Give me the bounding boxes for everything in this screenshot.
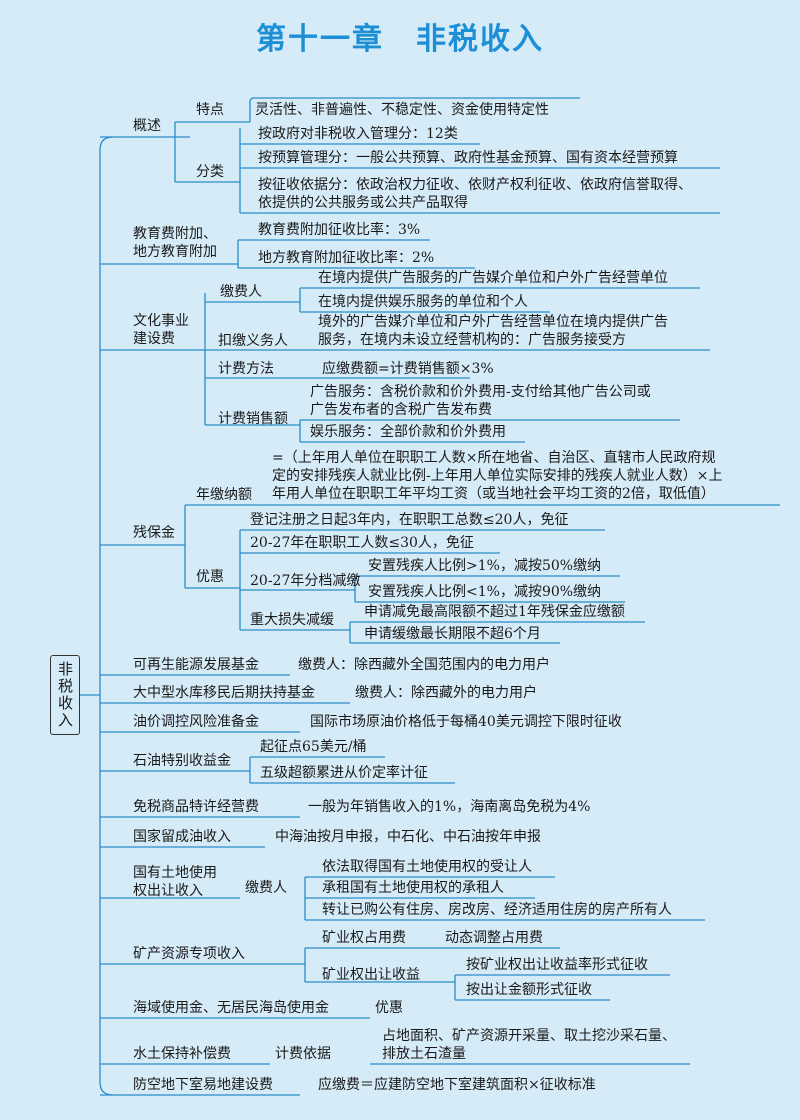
land-payer-label: 缴费人 [245, 880, 287, 896]
mineral-transfer-label: 矿业权出让收益 [322, 967, 420, 983]
mineral-transfer-item: 按出让金额形式征收 [466, 982, 592, 998]
culture-method-label: 计费方法 [218, 361, 274, 377]
disability-loss-label: 重大损失减缓 [250, 612, 334, 628]
disability-annual-formula: 定的安排残疾人就业比例-上年用人单位实际安排的残疾人就业人数）×上 [272, 468, 723, 484]
disability-pref-label: 优惠 [196, 569, 224, 585]
disability-tier-label: 20-27年分档减缴 [250, 573, 361, 589]
duty-free-label: 免税商品特许经营费 [133, 799, 259, 815]
culture-sales-ad: 广告发布者的含税广告发布费 [310, 402, 492, 418]
classification-item: 依提供的公共服务或公共产品取得 [258, 195, 468, 211]
edu-rate: 教育费附加征收比率：3% [258, 222, 421, 238]
culture-label: 建设费 [133, 331, 175, 347]
disability-loss-item: 申请缓缴最长期限不超6个月 [364, 626, 541, 642]
air-defense-label: 防空地下室易地建设费 [133, 1077, 273, 1093]
oil-price-detail: 国际市场原油价格低于每桶40美元调控下限时征收 [310, 714, 622, 730]
edu-label: 教育费附加、 [133, 226, 217, 242]
mineral-transfer-item: 按矿业权出让收益率形式征收 [466, 957, 648, 973]
sea-label: 海域使用金、无居民海岛使用金 [133, 1000, 329, 1016]
culture-payer-label: 缴费人 [220, 284, 262, 300]
culture-withholder-text: 境外的广告媒介单位和户外广告经营单位在境内提供广告 [318, 314, 668, 330]
edu-label: 地方教育附加 [133, 244, 217, 260]
mineral-occupy-text: 动态调整占用费 [445, 930, 543, 946]
classification-item: 按政府对非税收入管理分：12类 [258, 126, 458, 142]
features-label: 特点 [196, 102, 224, 118]
land-payer-item: 依法取得国有土地使用权的受让人 [322, 859, 532, 875]
disability-pref-item: 登记注册之日起3年内，在职职工总数≤20人，免征 [250, 512, 569, 528]
culture-sales-ad: 广告服务：含税价款和价外费用-支付给其他广告公司或 [310, 384, 651, 400]
disability-annual-formula: =（上年用人单位在职职工人数×所在地省、自治区、直辖市人民政府规 [272, 450, 716, 466]
page-title: 第十一章 非税收入 [256, 22, 544, 57]
classification-label: 分类 [196, 164, 224, 180]
soil-basis-label: 计费依据 [275, 1046, 331, 1062]
soil-basis-text: 占地面积、矿产资源开采量、取土挖沙采石量、 [382, 1028, 676, 1044]
disability-loss-item: 申请减免最高限额不超过1年残保金应缴额 [364, 604, 625, 620]
land-payer-item: 转让已购公有住房、房改房、经济适用住房的房产所有人 [322, 902, 672, 918]
culture-payer-item: 在境内提供广告服务的广告媒介单位和户外广告经营单位 [318, 270, 668, 286]
culture-sales-label: 计费销售额 [218, 411, 288, 427]
culture-method-text: 应缴费额=计费销售额×3% [322, 361, 494, 377]
edu-rate: 地方教育附加征收比率：2% [258, 250, 435, 266]
disability-annual-label: 年缴纳额 [196, 487, 252, 503]
reservoir-label: 大中型水库移民后期扶持基金 [133, 685, 315, 701]
culture-payer-item: 在境内提供娱乐服务的单位和个人 [318, 294, 528, 310]
overview-label: 概述 [133, 118, 161, 134]
culture-sales-ent: 娱乐服务：全部价款和价外费用 [310, 424, 506, 440]
oil-special-label: 石油特别收益金 [133, 753, 231, 769]
land-payer-item: 承租国有土地使用权的承租人 [322, 880, 504, 896]
features-text: 灵活性、非普遍性、不稳定性、资金使用特定性 [255, 102, 549, 118]
disability-tier-item: 安置残疾人比例<1%，减按90%缴纳 [368, 584, 602, 600]
duty-free-detail: 一般为年销售收入的1%，海南离岛免税为4% [308, 799, 591, 815]
classification-item: 按征收依据分：依政治权力征收、依财产权利征收、依政府信誉取得、 [258, 177, 692, 193]
disability-label: 残保金 [133, 525, 175, 541]
root-node: 非税收入 [50, 655, 80, 735]
mineral-occupy-label: 矿业权占用费 [322, 930, 406, 946]
mineral-label: 矿产资源专项收入 [133, 946, 245, 962]
renewable-detail: 缴费人：除西藏外全国范围内的电力用户 [298, 657, 550, 673]
oil-special-item: 起征点65美元/桶 [260, 739, 367, 755]
state-oil-detail: 中海油按月申报，中石化、中石油按年申报 [275, 829, 541, 845]
classification-item: 按预算管理分：一般公共预算、政府性基金预算、国有资本经营预算 [258, 150, 678, 166]
sea-detail: 优惠 [375, 1000, 403, 1016]
reservoir-detail: 缴费人：除西藏外的电力用户 [355, 685, 537, 701]
culture-withholder-text: 服务，在境内未设立经营机构的：广告服务接受方 [318, 332, 626, 348]
disability-pref-item: 20-27年在职职工人数≤30人，免征 [250, 535, 474, 551]
disability-annual-formula: 年用人单位在职职工年平均工资（或当地社会平均工资的2倍，取低值） [272, 486, 715, 502]
disability-tier-item: 安置残疾人比例>1%，减按50%缴纳 [368, 558, 602, 574]
culture-withholder-label: 扣缴义务人 [218, 333, 288, 349]
oil-price-label: 油价调控风险准备金 [133, 714, 259, 730]
oil-special-item: 五级超额累进从价定率计征 [260, 765, 428, 781]
soil-basis-text: 排放土石渣量 [382, 1046, 466, 1062]
state-oil-label: 国家留成油收入 [133, 829, 231, 845]
land-label: 权出让收入 [133, 883, 203, 899]
renewable-label: 可再生能源发展基金 [133, 657, 259, 673]
land-label: 国有土地使用 [133, 865, 217, 881]
culture-label: 文化事业 [133, 313, 189, 329]
air-defense-detail: 应缴费＝应建防空地下室建筑面积×征收标准 [318, 1077, 596, 1093]
soil-label: 水土保持补偿费 [133, 1046, 231, 1062]
